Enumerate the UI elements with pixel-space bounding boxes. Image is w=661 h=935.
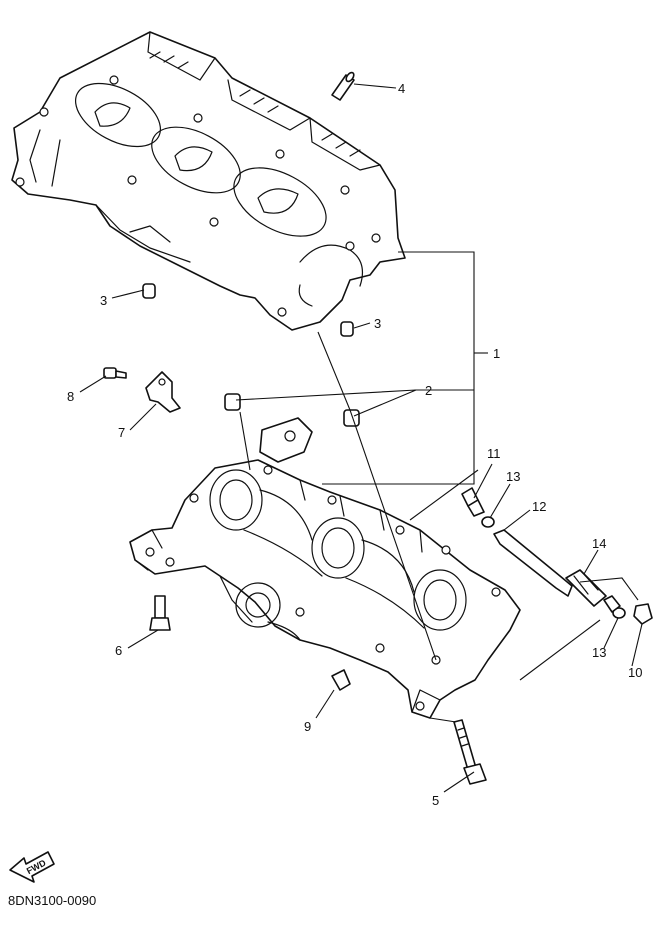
- part-12-hose: [493, 529, 573, 597]
- callout-6: 6: [115, 643, 122, 658]
- callout-4: 4: [398, 81, 405, 96]
- callout-8: 8: [67, 389, 74, 404]
- part-14-sleeve: [565, 569, 607, 607]
- part-7-bracket: [145, 371, 181, 413]
- callout-labels: 1 2 3 3 4 5 6 7 8 9 10 11 12 13 13 14: [67, 81, 642, 808]
- part-11-fitting: [461, 487, 485, 517]
- callout-5: 5: [432, 793, 439, 808]
- callout-13-lower: 13: [592, 645, 606, 660]
- drawing-code: 8DN3100-0090: [8, 893, 96, 908]
- part-6-bolt: [149, 595, 171, 631]
- callout-9: 9: [304, 719, 311, 734]
- part-8-screw: [103, 367, 127, 379]
- part-10-elbow: [603, 595, 653, 625]
- callout-10: 10: [628, 665, 642, 680]
- part-4-pin: [331, 71, 355, 101]
- part-13-clip-lower: [612, 607, 626, 619]
- part-3-dowel-left: [142, 283, 156, 299]
- leader-lines: [79, 83, 643, 793]
- callout-12: 12: [532, 499, 546, 514]
- lower-crankcase: [129, 417, 521, 719]
- callout-14: 14: [592, 536, 606, 551]
- callout-1: 1: [493, 346, 500, 361]
- part-13-clip-upper: [481, 516, 495, 528]
- fwd-arrow-icon: FWD: [9, 851, 55, 883]
- part-9-bolt: [331, 669, 351, 691]
- part-2-dowel-left: [224, 393, 241, 411]
- part-5-long-bolt: [453, 719, 487, 785]
- part-2-dowel-right: [343, 409, 360, 427]
- callout-3-right: 3: [374, 316, 381, 331]
- callout-2: 2: [425, 383, 432, 398]
- upper-crankcase: [11, 31, 406, 331]
- callout-13-upper: 13: [506, 469, 520, 484]
- callout-3-left: 3: [100, 293, 107, 308]
- callout-7: 7: [118, 425, 125, 440]
- part-3-dowel-right: [340, 321, 354, 337]
- callout-11: 11: [487, 446, 501, 461]
